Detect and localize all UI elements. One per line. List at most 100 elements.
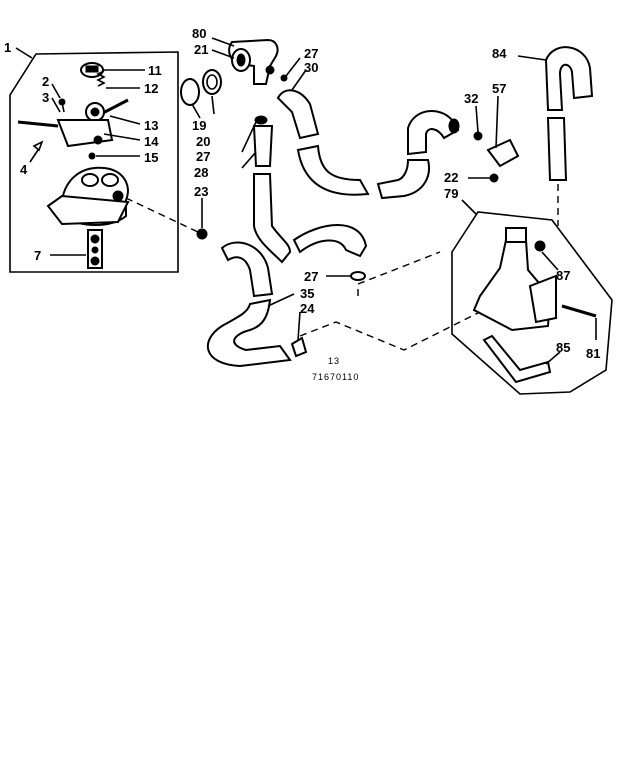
part-87-nut [534,240,546,252]
dashed-hose-link [299,311,481,351]
hose-assembly-group [125,37,481,368]
callout-14: 14 [144,134,159,149]
callout-23: 23 [194,184,208,199]
leader-30 [291,69,307,91]
part-81-screw [561,304,597,318]
part-2-screw-shaft [61,101,65,113]
part-27b-clamp [254,115,268,125]
leader-19 [191,103,201,119]
part-23-clamp [196,228,208,240]
part-24-clamp [290,336,308,358]
callout-85: 85 [556,340,570,355]
part-30-hose [276,89,320,140]
pump-outlet [101,173,119,187]
callout-79: 79 [444,186,458,201]
leader-1 [15,47,33,59]
leader-87 [541,251,559,271]
part-28-hose [252,125,274,167]
leader-4 [29,149,39,163]
part-12-spring [96,70,106,87]
part-14-screw [93,135,103,145]
callout-22: 22 [444,170,458,185]
figure-code: 71670110 [312,372,359,382]
part-84-hose-lower [546,117,568,181]
leader-3 [51,97,61,113]
part-3-pin [17,120,59,128]
dashed-tub-link [357,251,441,296]
leader-24 [297,311,301,341]
callout-7: 7 [34,248,41,263]
part-35-hose [206,298,292,368]
callout-27a: 27 [196,149,210,164]
callout-4: 4 [20,162,28,177]
callout-1: 1 [4,40,11,55]
callout-87: 87 [556,268,570,283]
tub-assembly-group [376,46,613,395]
callout-24: 24 [300,301,315,316]
leader-32 [475,105,479,133]
callout-80: 80 [192,26,206,41]
figure-number: 13 [328,356,340,366]
leader-21 [211,49,235,59]
part-7-seal-a [90,234,100,244]
part-7-seal-b [91,246,99,254]
part-84-hose [544,46,594,111]
part-21-ring-inner [236,53,246,67]
callout-84: 84 [492,46,507,61]
part-30-hose-lower [296,144,370,196]
part-14-bracket [56,119,114,148]
tub-neck [505,227,527,243]
callout-labels: 1 2 3 4 7 11 12 13 14 15 80 21 19 20 27 … [4,26,600,361]
callout-27b: 27 [304,46,318,61]
elbow-clamp [265,65,275,75]
leader-20 [211,95,215,115]
part-11-body [85,65,99,73]
lower-elbow-hose [376,159,430,200]
part-19-ring [180,78,200,106]
leader-2 [51,83,61,99]
part-57-fitting [486,138,520,168]
dashed-pump-link [125,197,199,233]
pump-base [46,194,130,226]
tub-frame [451,211,613,395]
callout-19: 19 [192,118,206,133]
callout-81: 81 [586,346,600,361]
lower-hose-bend [292,224,368,258]
leader-79 [461,199,477,215]
part-13-hub [90,107,100,117]
callout-32: 32 [464,91,478,106]
part-22-clamp [489,173,499,183]
leader-57 [495,95,499,149]
callout-11: 11 [148,63,162,78]
leader-28 [241,151,257,169]
callout-30: 30 [304,60,318,75]
elbow-hose-end [448,118,460,134]
callout-57: 57 [492,81,506,96]
callout-21: 21 [194,42,208,57]
callout-13: 13 [144,118,158,133]
callout-12: 12 [144,81,158,96]
leader-14 [103,133,141,141]
leader-27b [241,121,257,153]
pump-assembly-frame [9,51,179,273]
part-4-clip [32,140,44,152]
part-27a-clamp [280,74,288,82]
part-20-ring [202,69,222,95]
part-20-ring-inner [206,74,218,90]
leader-84 [517,55,547,61]
tub-bracket [528,274,557,324]
lower-hose [253,173,292,264]
callout-27c: 27 [304,269,318,284]
leader-85 [545,351,561,365]
elbow-hose [407,109,460,156]
tub-cone [472,239,552,332]
part-32-clamp [473,131,483,141]
part-15-washer [88,152,96,160]
callout-35: 35 [300,286,314,301]
callout-3: 3 [42,90,49,105]
leader-80 [211,37,235,47]
part-27c-clamp [350,271,366,281]
pump-inlet [81,173,99,187]
callout-20: 20 [196,134,210,149]
